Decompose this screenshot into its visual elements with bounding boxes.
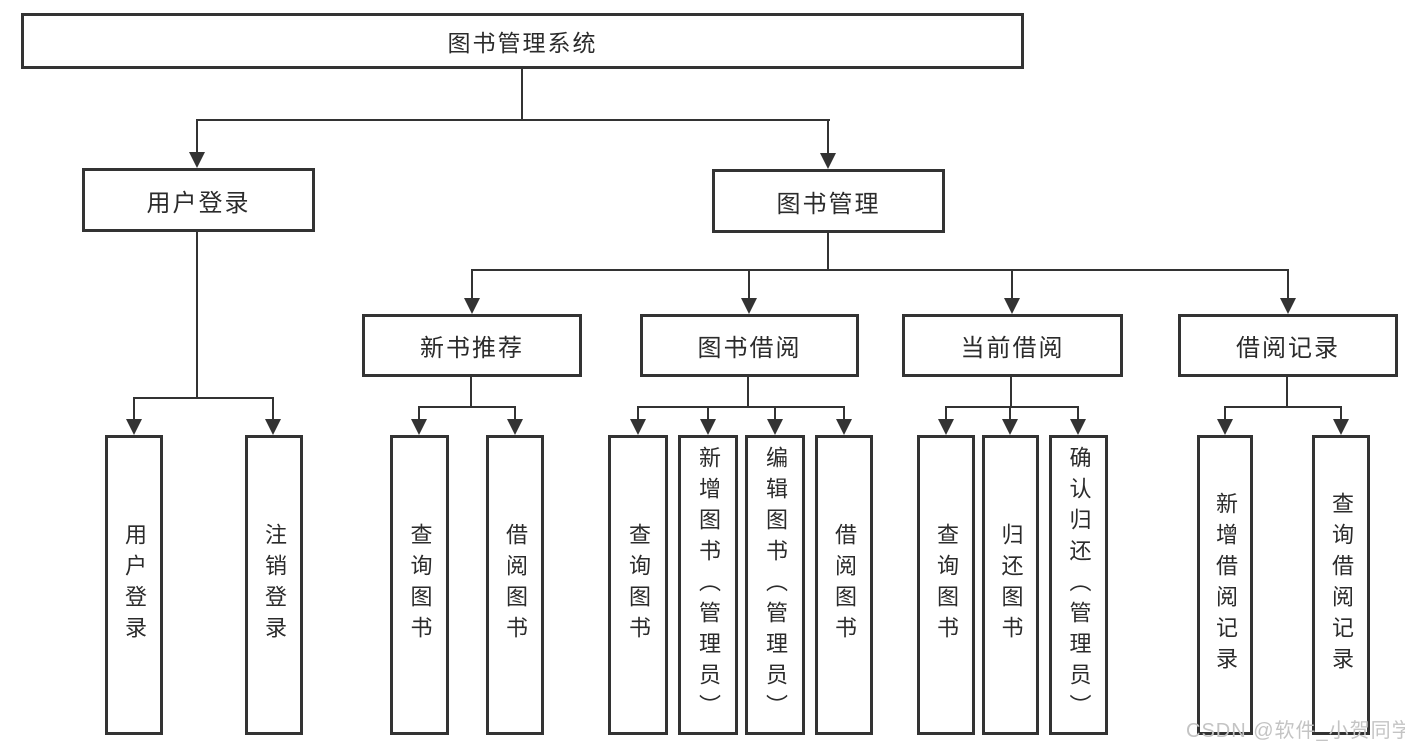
leaf-query-books-recommend: 查询图书: [390, 435, 449, 735]
arrow-down-icon: [265, 419, 281, 435]
arrow-down-icon: [464, 298, 480, 314]
leaf-edit-book-admin: 编辑图书（管理员）: [745, 435, 805, 735]
connector-vline: [707, 406, 709, 419]
arrow-down-icon: [507, 419, 523, 435]
leaf-borrow-books-recommend: 借阅图书: [486, 435, 544, 735]
arrow-down-icon: [1070, 419, 1086, 435]
node-borrowing-records: 借阅记录: [1178, 314, 1398, 377]
arrow-down-icon: [700, 419, 716, 435]
leaf-confirm-return-admin-label: 确认归还（管理员）: [1066, 445, 1092, 725]
leaf-add-book-admin-label: 新增图书（管理员）: [696, 445, 721, 725]
node-new-book-recommendation: 新书推荐: [362, 314, 582, 377]
connector-vline: [196, 119, 198, 152]
arrow-down-icon: [411, 419, 427, 435]
leaf-borrow-books: 借阅图书: [815, 435, 873, 735]
connector-vline: [418, 406, 420, 419]
connector-vline: [196, 232, 198, 398]
connector-vline: [827, 119, 829, 153]
arrow-down-icon: [1333, 419, 1349, 435]
leaf-return-book-label: 归还图书: [998, 523, 1024, 647]
connector-hline: [471, 269, 1288, 271]
connector-vline: [471, 269, 473, 298]
connector-vline: [748, 269, 750, 298]
node-current-borrowing: 当前借阅: [902, 314, 1123, 377]
connector-vline: [521, 69, 523, 120]
arrow-down-icon: [836, 419, 852, 435]
connector-vline: [945, 406, 947, 419]
connector-vline: [747, 377, 749, 407]
leaf-query-books-current-label: 查询图书: [934, 523, 959, 647]
arrow-down-icon: [126, 419, 142, 435]
connector-vline: [1287, 269, 1289, 298]
connector-vline: [827, 233, 829, 270]
node-user-login-branch: 用户登录: [82, 168, 315, 232]
connector-vline: [514, 406, 516, 419]
connector-vline: [272, 397, 274, 419]
connector-vline: [637, 406, 639, 419]
connector-vline: [1010, 377, 1012, 407]
leaf-add-borrow-record-label: 新增借阅记录: [1213, 492, 1238, 678]
arrow-down-icon: [938, 419, 954, 435]
node-user-login-branch-label: 用户登录: [146, 189, 251, 217]
connector-vline: [843, 406, 845, 419]
leaf-query-borrow-record-label: 查询借阅记录: [1329, 492, 1354, 678]
leaf-query-books-borrow: 查询图书: [608, 435, 668, 735]
node-book-management: 图书管理: [712, 169, 945, 233]
node-book-management-label: 图书管理: [776, 190, 881, 218]
connector-hline: [196, 119, 830, 121]
node-new-book-recommendation-label: 新书推荐: [420, 335, 524, 362]
arrow-down-icon: [630, 419, 646, 435]
node-library-system-label: 图书管理系统: [447, 30, 598, 56]
node-current-borrowing-label: 当前借阅: [960, 335, 1065, 362]
leaf-query-books-borrow-label: 查询图书: [626, 523, 651, 647]
arrow-down-icon: [767, 419, 783, 435]
connector-vline: [133, 397, 135, 419]
arrow-down-icon: [1217, 419, 1233, 435]
node-book-borrowing-label: 图书借阅: [697, 335, 802, 362]
leaf-query-books-current: 查询图书: [917, 435, 975, 735]
node-borrowing-records-label: 借阅记录: [1236, 335, 1340, 362]
connector-hline: [945, 406, 1079, 408]
leaf-logout-label: 注销登录: [262, 523, 287, 647]
connector-hline: [418, 406, 516, 408]
connector-hline: [133, 397, 274, 399]
leaf-logout: 注销登录: [245, 435, 303, 735]
connector-vline: [1340, 406, 1342, 419]
leaf-edit-book-admin-label: 编辑图书（管理员）: [763, 445, 788, 725]
leaf-user-login-label: 用户登录: [122, 523, 147, 647]
connector-hline: [637, 406, 845, 408]
arrow-down-icon: [189, 152, 205, 168]
leaf-return-book: 归还图书: [982, 435, 1039, 735]
leaf-add-borrow-record: 新增借阅记录: [1197, 435, 1253, 735]
node-library-system: 图书管理系统: [21, 13, 1024, 69]
arrow-down-icon: [1004, 298, 1020, 314]
connector-vline: [1011, 269, 1013, 298]
arrow-down-icon: [741, 298, 757, 314]
leaf-confirm-return-admin: 确认归还（管理员）: [1049, 435, 1108, 735]
arrow-down-icon: [820, 153, 836, 169]
connector-vline: [774, 406, 776, 419]
connector-vline: [1224, 406, 1226, 419]
csdn-watermark: CSDN @软件_小贺同学: [1186, 720, 1405, 742]
connector-vline: [1077, 406, 1079, 419]
leaf-user-login: 用户登录: [105, 435, 163, 735]
connector-vline: [1286, 377, 1288, 407]
leaf-query-borrow-record: 查询借阅记录: [1312, 435, 1370, 735]
arrow-down-icon: [1280, 298, 1296, 314]
leaf-add-book-admin: 新增图书（管理员）: [678, 435, 738, 735]
connector-vline: [1009, 406, 1011, 419]
connector-hline: [1224, 406, 1342, 408]
leaf-borrow-books-label: 借阅图书: [832, 523, 857, 647]
leaf-borrow-books-recommend-label: 借阅图书: [503, 523, 528, 647]
connector-vline: [470, 377, 472, 407]
node-book-borrowing: 图书借阅: [640, 314, 859, 377]
arrow-down-icon: [1002, 419, 1018, 435]
leaf-query-books-recommend-label: 查询图书: [407, 523, 433, 647]
